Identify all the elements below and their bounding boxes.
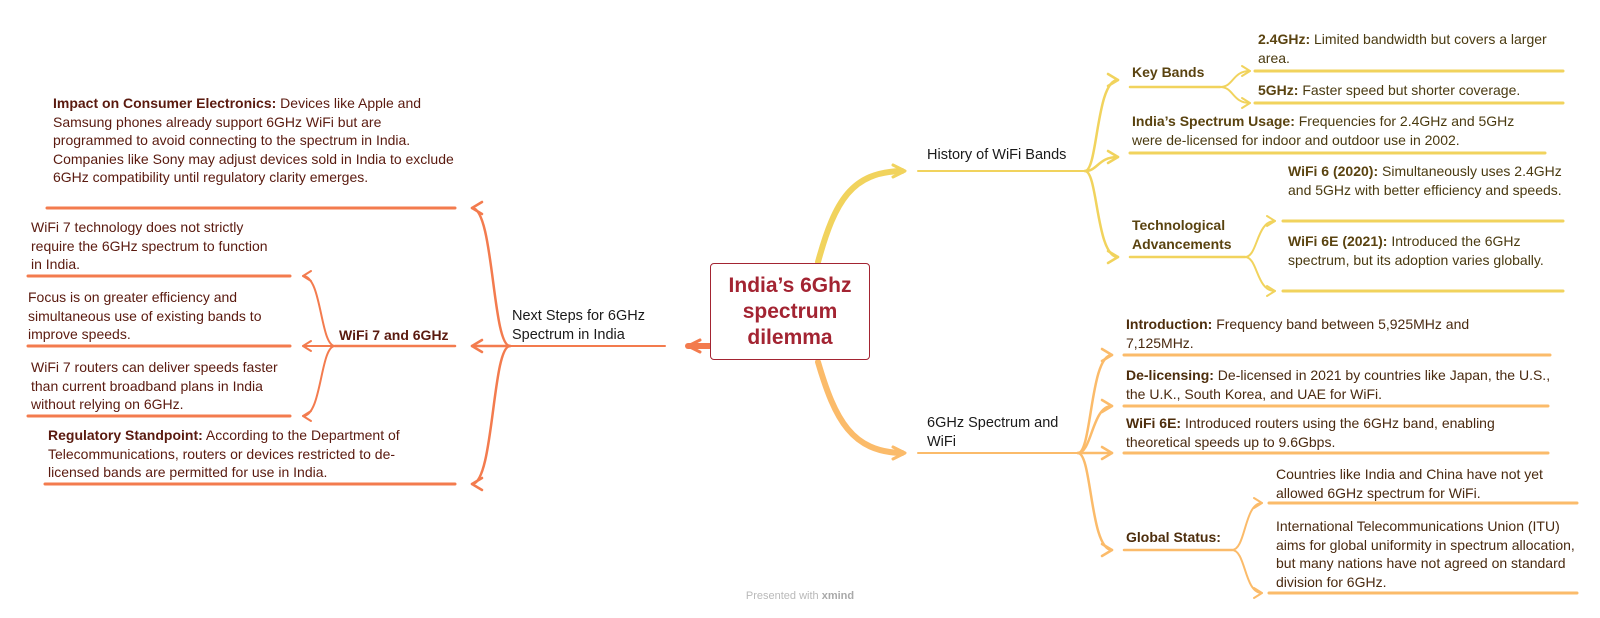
central-topic[interactable]: India’s 6Ghz spectrum dilemma xyxy=(710,263,870,360)
de-licensing-head: De-licensing: xyxy=(1126,367,1214,383)
key-band-2-4ghz-head: 2.4GHz: xyxy=(1258,31,1311,47)
subtopic-regulatory-standpoint[interactable]: Regulatory Standpoint: According to the … xyxy=(48,426,443,482)
subtopic-wifi6e[interactable]: WiFi 6E: Introduced routers using the 6G… xyxy=(1126,414,1546,451)
topic-next-steps-label: Next Steps for 6GHz Spectrum in India xyxy=(512,308,645,343)
wifi6e-head: WiFi 6E: xyxy=(1126,415,1182,431)
regulatory-text: According to the Department of Telecommu… xyxy=(48,427,400,480)
topic-6ghz-label: 6GHz Spectrum and WiFi xyxy=(927,415,1059,450)
key-band-5ghz-text: Faster speed but shorter coverage. xyxy=(1298,82,1521,98)
key-band-2-4ghz[interactable]: 2.4GHz: Limited bandwidth but covers a l… xyxy=(1258,30,1558,67)
wifi7-item-text: Focus is on greater efficiency and simul… xyxy=(28,289,262,342)
spectrum-usage-text: Frequencies for 2.4GHz and 5GHz were de-… xyxy=(1132,113,1515,148)
central-topic-title: India’s 6Ghz spectrum dilemma xyxy=(728,273,852,349)
consumer-impact-text: Devices like Apple and Samsung phones al… xyxy=(53,95,454,185)
global-status-label: Global Status: xyxy=(1126,529,1221,545)
topic-history-wifi-bands[interactable]: History of WiFi Bands xyxy=(927,146,1097,165)
history-main-connector xyxy=(815,168,905,265)
subtopic-wifi7-6ghz[interactable]: WiFi 7 and 6GHz xyxy=(339,326,469,345)
wifi7-item-text: WiFi 7 routers can deliver speeds faster… xyxy=(31,359,278,412)
sixghz-main-connector xyxy=(815,359,905,456)
wifi7-item[interactable]: WiFi 7 technology does not strictly requ… xyxy=(31,218,276,274)
tech-wifi6-head: WiFi 6 (2020): xyxy=(1288,163,1379,179)
introduction-head: Introduction: xyxy=(1126,316,1213,332)
tech-wifi6e[interactable]: WiFi 6E (2021): Introduced the 6GHz spec… xyxy=(1288,232,1558,269)
tech-advancements-label: Technological Advancements xyxy=(1132,217,1232,252)
topic-6ghz-spectrum-wifi[interactable]: 6GHz Spectrum and WiFi xyxy=(927,414,1077,451)
subtopic-technological-advancements[interactable]: Technological Advancements xyxy=(1132,216,1244,253)
wifi6e-text: Introduced routers using the 6GHz band, … xyxy=(1126,415,1495,450)
consumer-impact-head: Impact on Consumer Electronics: xyxy=(53,95,277,111)
tech-wifi6[interactable]: WiFi 6 (2020): Simultaneously uses 2.4GH… xyxy=(1288,162,1563,199)
global-status-text: Countries like India and China have not … xyxy=(1276,466,1543,501)
footer-prefix: Presented with xyxy=(745,590,822,602)
key-band-5ghz[interactable]: 5GHz: Faster speed but shorter coverage. xyxy=(1258,81,1558,100)
subtopic-de-licensing[interactable]: De-licensing: De-licensed in 2021 by cou… xyxy=(1126,366,1551,403)
xmind-brand: xmind xyxy=(821,590,855,602)
wifi7-item[interactable]: WiFi 7 routers can deliver speeds faster… xyxy=(31,358,281,414)
presented-with-footer[interactable]: Presented with xmind xyxy=(0,590,1600,602)
regulatory-head: Regulatory Standpoint: xyxy=(48,427,203,443)
tech-wifi6e-text: Introduced the 6GHz spectrum, but its ad… xyxy=(1288,233,1544,268)
de-licensing-text: De-licensed in 2021 by countries like Ja… xyxy=(1126,367,1551,402)
wifi7-label: WiFi 7 and 6GHz xyxy=(339,327,449,343)
subtopic-key-bands[interactable]: Key Bands xyxy=(1132,63,1222,82)
global-status-item[interactable]: International Telecommunications Union (… xyxy=(1276,517,1578,591)
key-band-2-4ghz-text: Limited bandwidth but covers a larger ar… xyxy=(1258,31,1547,66)
global-status-text: International Telecommunications Union (… xyxy=(1276,518,1575,590)
global-status-item[interactable]: Countries like India and China have not … xyxy=(1276,465,1576,502)
subtopic-global-status[interactable]: Global Status: xyxy=(1126,528,1236,547)
topic-next-steps[interactable]: Next Steps for 6GHz Spectrum in India xyxy=(512,307,672,344)
subtopic-consumer-electronics-impact[interactable]: Impact on Consumer Electronics: Devices … xyxy=(53,94,458,187)
key-bands-label: Key Bands xyxy=(1132,64,1205,80)
topic-history-label: History of WiFi Bands xyxy=(927,147,1067,163)
tech-wifi6-text: Simultaneously uses 2.4GHz and 5GHz with… xyxy=(1288,163,1562,198)
wifi7-item-text: WiFi 7 technology does not strictly requ… xyxy=(31,219,268,272)
tech-wifi6e-head: WiFi 6E (2021): xyxy=(1288,233,1388,249)
introduction-text: Frequency band between 5,925MHz and 7,12… xyxy=(1126,316,1470,351)
key-band-5ghz-head: 5GHz: xyxy=(1258,82,1299,98)
subtopic-introduction[interactable]: Introduction: Frequency band between 5,9… xyxy=(1126,315,1526,352)
wifi7-item[interactable]: Focus is on greater efficiency and simul… xyxy=(28,288,278,344)
subtopic-spectrum-usage[interactable]: India’s Spectrum Usage: Frequencies for … xyxy=(1132,112,1542,149)
spectrum-usage-head: India’s Spectrum Usage: xyxy=(1132,113,1295,129)
